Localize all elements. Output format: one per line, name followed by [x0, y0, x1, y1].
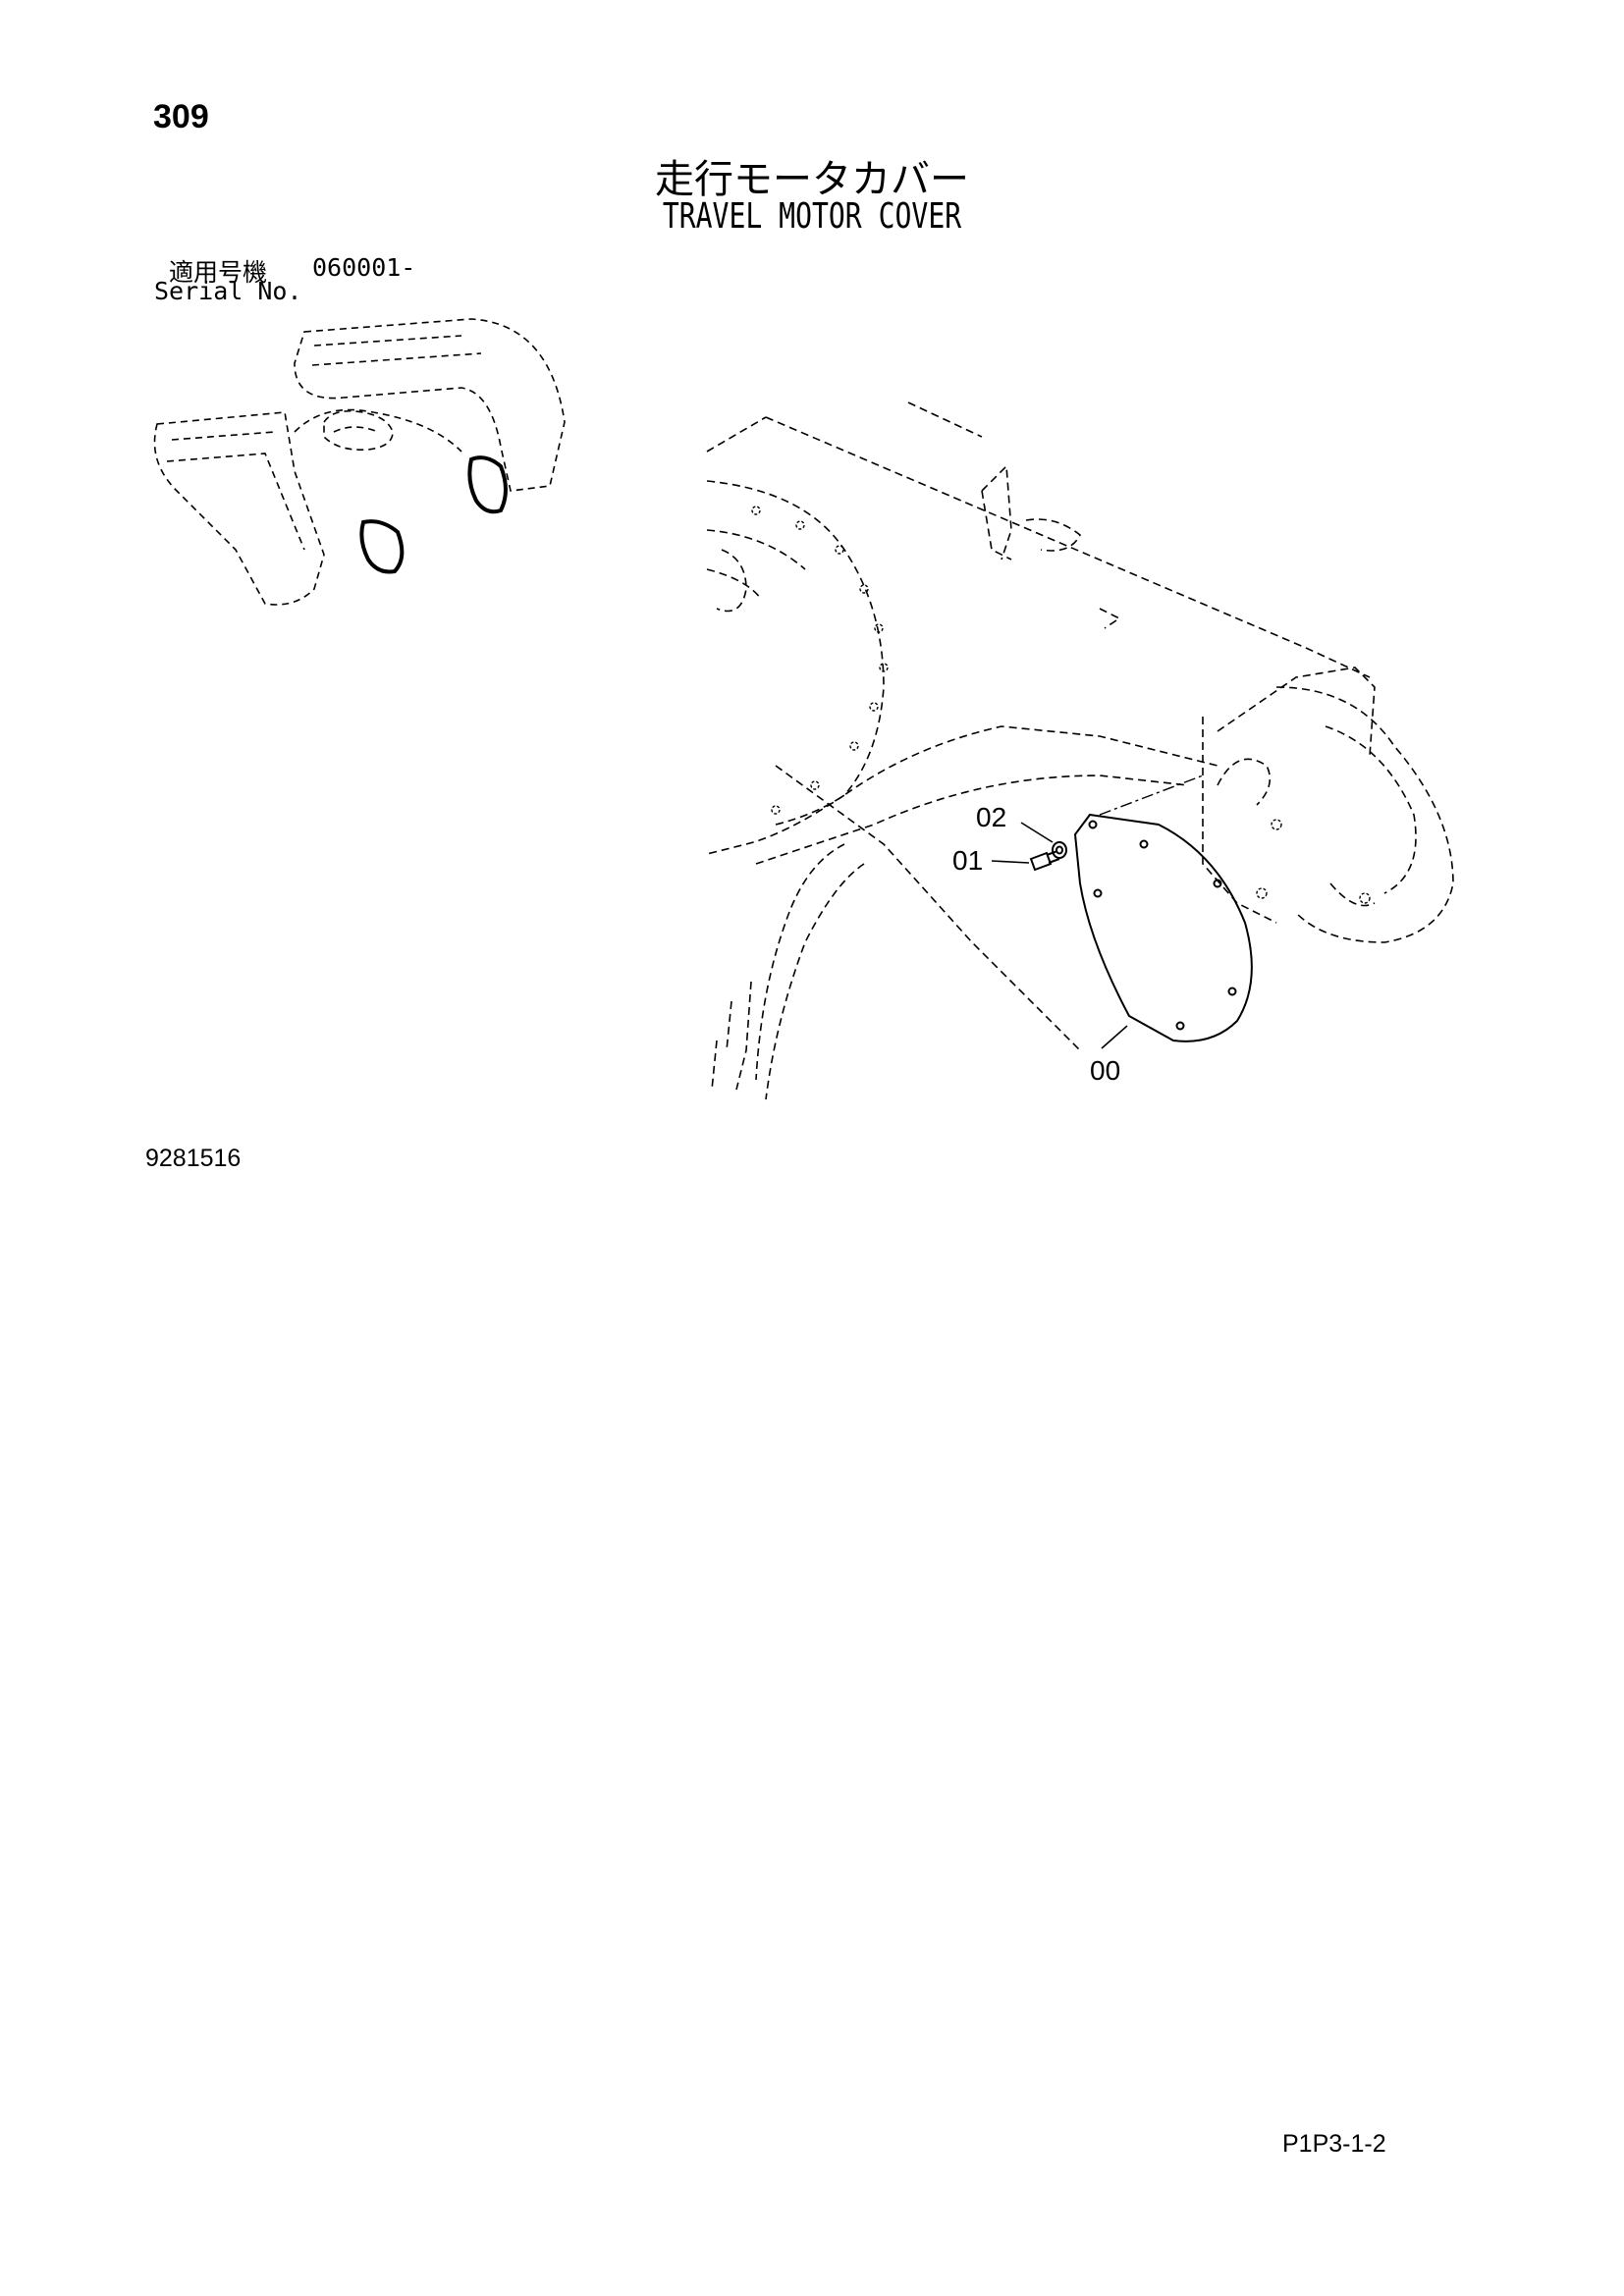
serial-number-value: 060001- [312, 253, 416, 282]
washer-part-02 [1052, 841, 1067, 859]
callout-leader-lines [991, 822, 1128, 1049]
cover-centerline [1099, 774, 1204, 816]
bolt-part-01 [1029, 850, 1060, 872]
callout-part-00: 00 [1090, 1055, 1120, 1086]
callout-part-02: 02 [976, 802, 1006, 832]
drawing-code: 9281516 [145, 1145, 242, 1172]
page-title-english: TRAVEL MOTOR COVER [662, 196, 962, 237]
page-number: 309 [153, 98, 209, 135]
frame-bolt-holes [751, 506, 1371, 904]
travel-motor-cover-highlight [359, 455, 508, 574]
page-title-japanese: 走行モータカバー [655, 157, 969, 202]
serial-label-japanese: 適用号機 [169, 258, 268, 287]
undercarriage-overview-sketch [153, 318, 566, 606]
page-code: P1P3-1-2 [1282, 2130, 1386, 2158]
frame-dashed-outline [706, 401, 1454, 1100]
callout-part-01: 01 [952, 845, 983, 876]
travel-motor-cover-plate [1073, 813, 1253, 1042]
serial-label-english: Serial No. [154, 277, 302, 305]
